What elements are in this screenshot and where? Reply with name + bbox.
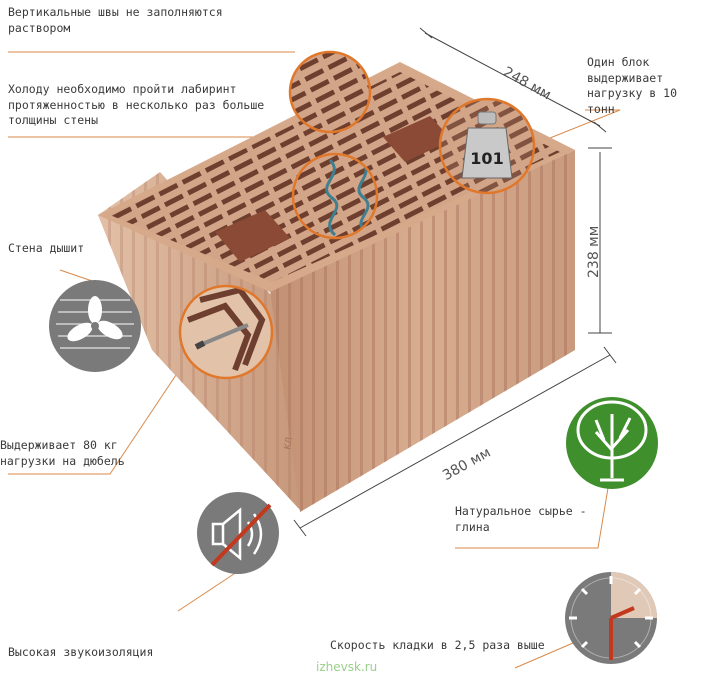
- dim-line-248: [424, 32, 601, 127]
- block-grip-hole-right: [383, 116, 452, 162]
- watermark: izhevsk.ru: [316, 660, 378, 674]
- annotation-breathing-wall: Стена дышит: [8, 241, 85, 255]
- annotation-natural-material: Натуральное сырье - глина: [455, 504, 587, 534]
- dimension-lines: [293, 27, 617, 537]
- guide-line-dowel: [8, 359, 187, 475]
- guide-line-natural: [455, 487, 609, 549]
- weight-label: 101: [470, 149, 503, 168]
- detail-circle-weight: 101: [438, 97, 536, 195]
- svg-text:KЛ: KЛ: [283, 436, 295, 450]
- annotation-sound-insulation: Высокая звукоизоляция: [8, 645, 154, 659]
- detail-circle-labyrinth: [291, 152, 379, 240]
- guide-line-speed: [514, 639, 581, 669]
- annotation-dowel-load: Выдерживает 80 кг нагрузки на дюбель: [0, 438, 125, 468]
- annotation-vertical-joints: Вертикальные швы не заполняются растворо…: [8, 5, 223, 35]
- speaker-muted-icon: [197, 492, 279, 574]
- tree-icon: [566, 397, 658, 489]
- detail-circle-dowel: [178, 284, 274, 380]
- dimension-height: 238 мм: [586, 225, 602, 278]
- guide-lines: [8, 51, 621, 669]
- detail-circle-vertical-joints: [288, 50, 372, 134]
- annotation-block-load: Один блок выдерживает нагрузку в 10 тонн: [587, 55, 678, 116]
- fan-icon: [49, 280, 141, 372]
- weight-icon: 101: [461, 111, 513, 179]
- guide-line-block-load: [544, 109, 621, 141]
- dim-line-380: [299, 354, 611, 529]
- block-grip-hole-left: [215, 210, 290, 262]
- clock-icon: [565, 572, 657, 664]
- annotation-labyrinth: Холоду необходимо пройти лабиринт протяж…: [8, 82, 265, 127]
- annotation-laying-speed: Скорость кладки в 2,5 раза выше: [330, 638, 545, 652]
